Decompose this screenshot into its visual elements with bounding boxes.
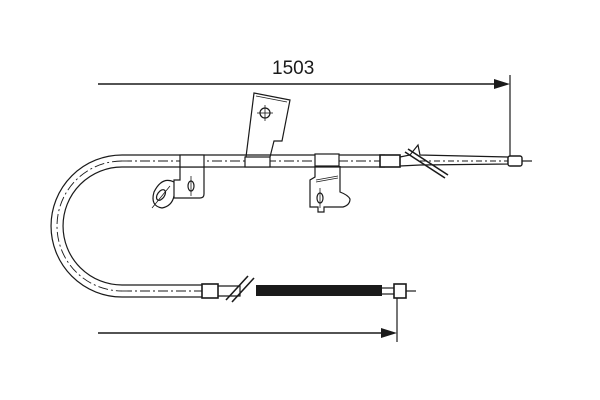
coil-spring-guard — [201, 275, 394, 303]
mounting-bracket-tall — [244, 92, 291, 168]
mounting-bracket-middle — [309, 153, 351, 213]
dimension-line-top — [98, 75, 511, 160]
end-fitting-upper — [379, 143, 532, 179]
end-fitting-lower — [393, 283, 416, 299]
dimension-line-bottom — [98, 290, 398, 342]
dimension-label-length: 1503 — [272, 58, 315, 79]
u-bend — [50, 154, 123, 298]
lower-cable — [122, 284, 205, 298]
mounting-bracket-left — [151, 154, 205, 209]
